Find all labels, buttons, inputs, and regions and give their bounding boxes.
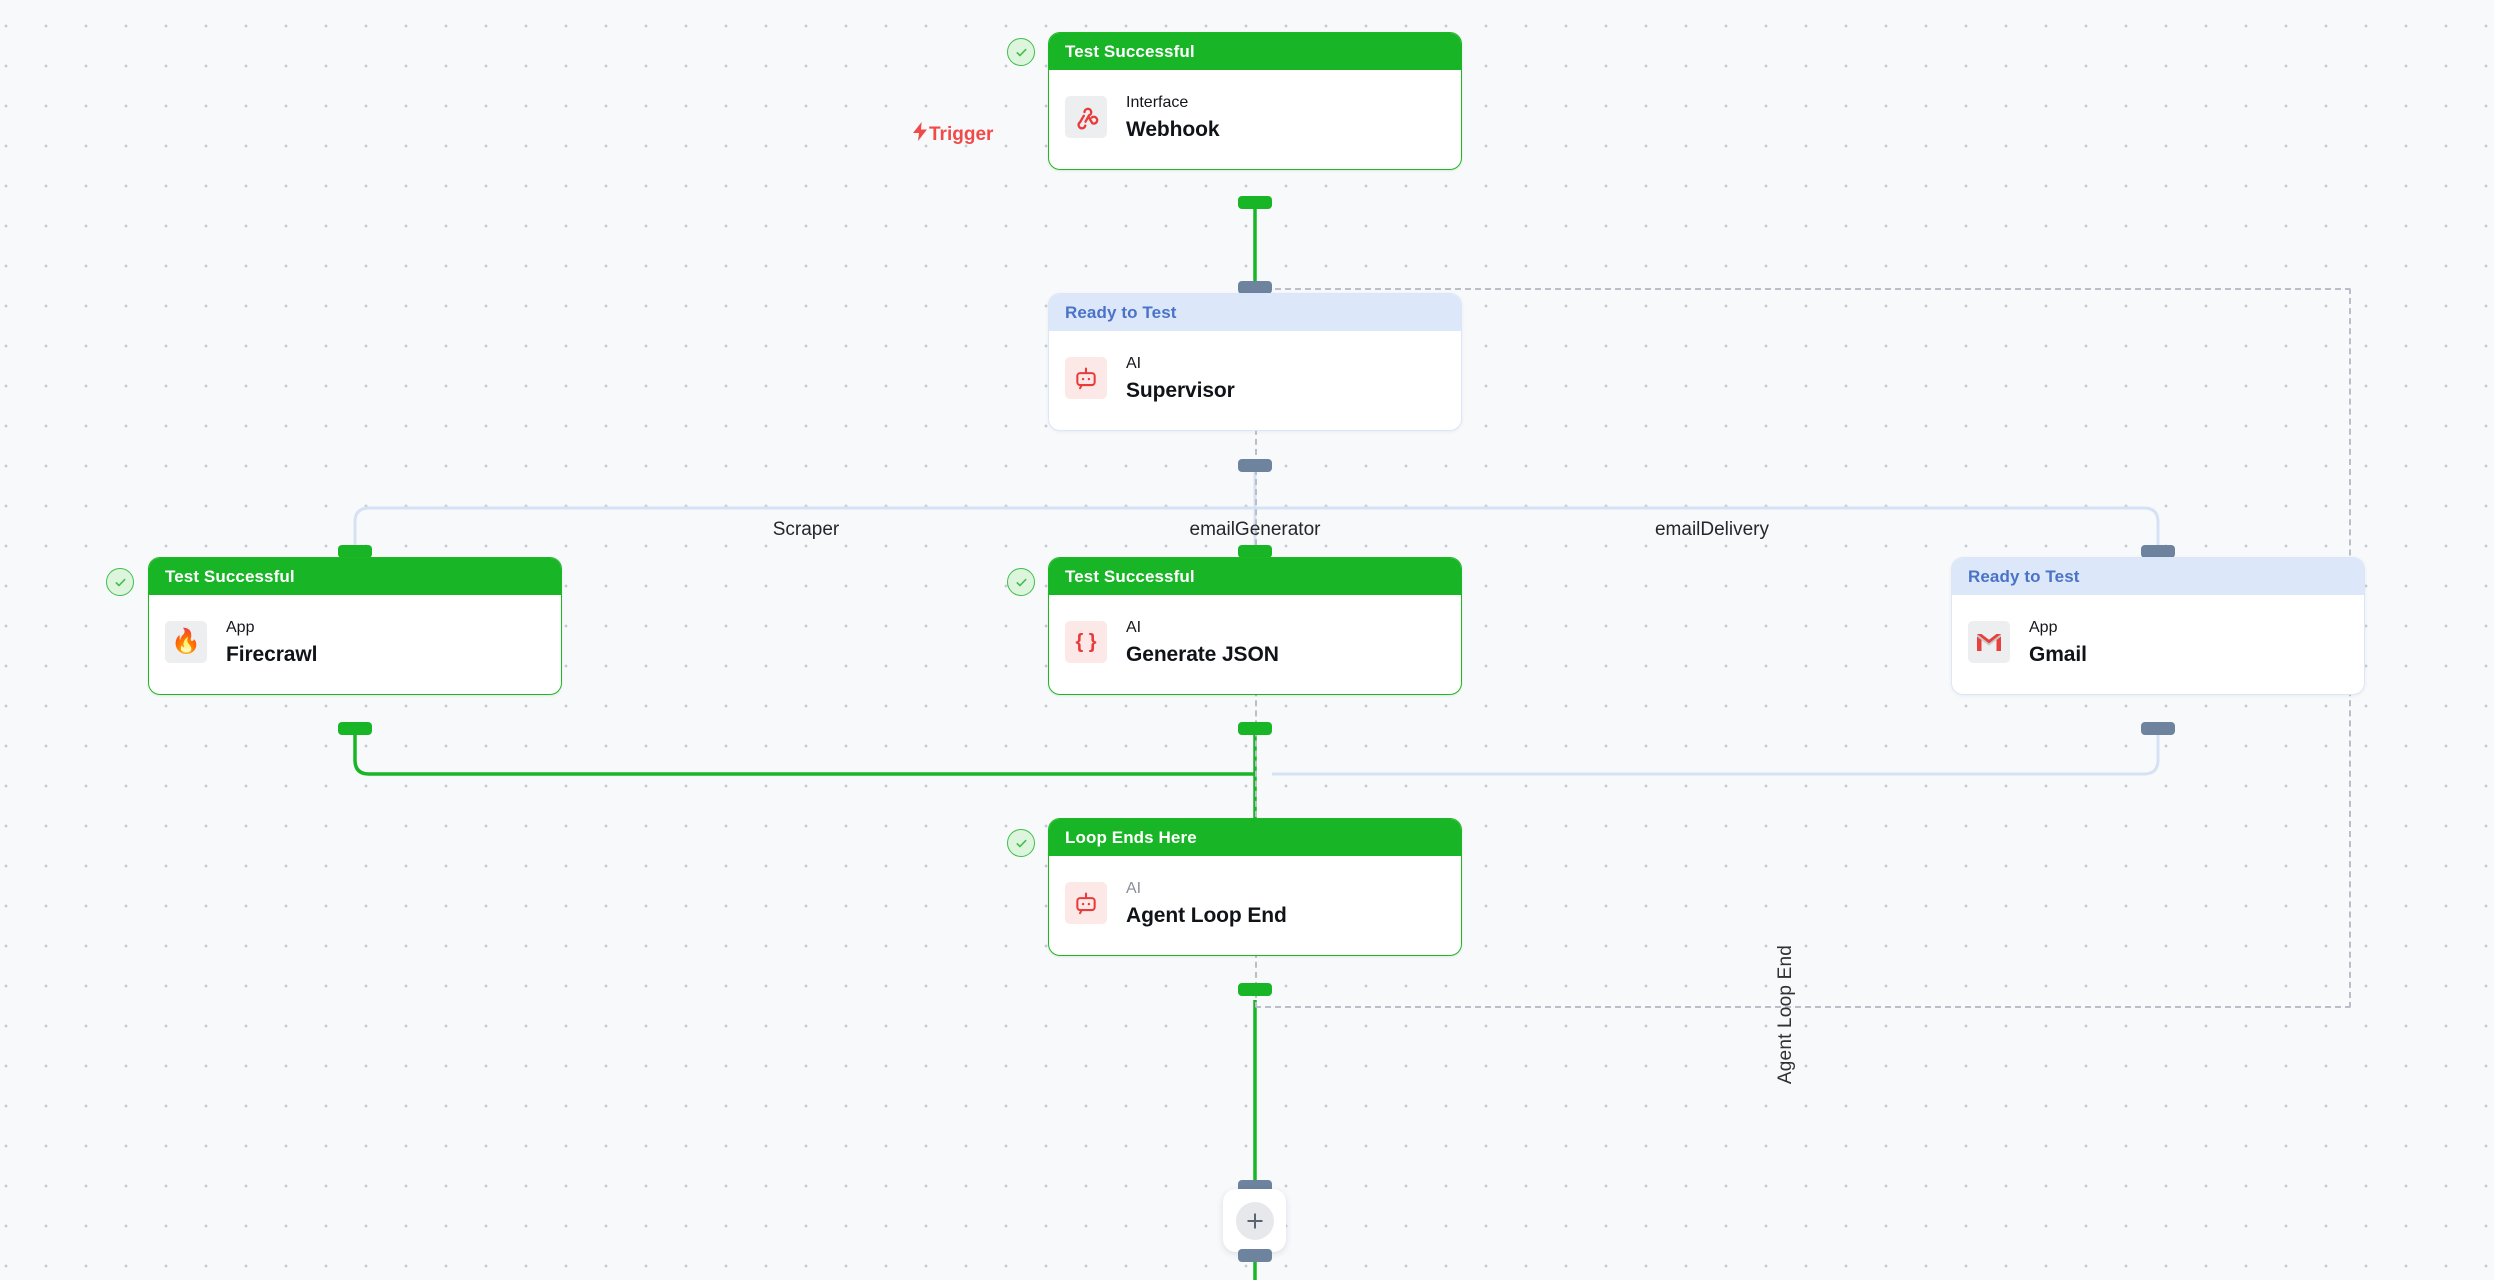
- node-supervisor[interactable]: Ready to Test AI Supervisor: [1048, 293, 1462, 431]
- output-handle-add-node[interactable]: [1238, 1249, 1272, 1262]
- node-webhook[interactable]: Test Successful Interface Webhook: [1048, 32, 1462, 170]
- input-handle-gmail[interactable]: [2141, 545, 2175, 558]
- node-generate-json[interactable]: Test Successful { } AI Generate JSON: [1048, 557, 1462, 695]
- gmail-icon: [1968, 621, 2010, 664]
- input-handle-supervisor[interactable]: [1238, 281, 1272, 294]
- status-ok-icon-generate-json: [1007, 568, 1035, 596]
- branch-label-emaildelivery: emailDelivery: [1654, 519, 1770, 540]
- flame-icon: 🔥: [165, 621, 207, 664]
- node-body-gmail: App Gmail: [1952, 595, 2364, 694]
- node-status-supervisor: Ready to Test: [1049, 294, 1461, 331]
- node-kind-generate-json: AI: [1126, 619, 1142, 636]
- node-gmail[interactable]: Ready to Test App Gmail: [1951, 557, 2365, 695]
- output-handle-supervisor[interactable]: [1238, 459, 1272, 472]
- robot-icon: [1065, 357, 1107, 400]
- branch-label-scraper: Scraper: [772, 519, 840, 540]
- node-kind-agent-loop-end: AI: [1126, 880, 1142, 897]
- webhook-icon: [1065, 96, 1107, 139]
- add-node-button[interactable]: [1223, 1189, 1286, 1252]
- node-title-agent-loop-end: Agent Loop End: [1126, 903, 1287, 927]
- node-status-generate-json: Test Successful: [1049, 558, 1461, 595]
- input-handle-generate-json[interactable]: [1238, 545, 1272, 558]
- input-handle-firecrawl[interactable]: [338, 545, 372, 558]
- plus-icon: [1235, 1201, 1274, 1240]
- node-text-generate-json: AI Generate JSON: [1126, 617, 1279, 668]
- output-handle-agent-loop-end[interactable]: [1238, 983, 1272, 996]
- output-handle-gmail[interactable]: [2141, 722, 2175, 735]
- output-handle-firecrawl[interactable]: [338, 722, 372, 735]
- node-text-supervisor: AI Supervisor: [1126, 353, 1235, 404]
- node-firecrawl[interactable]: Test Successful 🔥 App Firecrawl: [148, 557, 562, 695]
- node-text-firecrawl: App Firecrawl: [226, 617, 317, 668]
- node-kind-gmail: App: [2029, 619, 2058, 636]
- node-title-gmail: Gmail: [2029, 642, 2087, 666]
- node-title-supervisor: Supervisor: [1126, 378, 1235, 402]
- output-handle-webhook[interactable]: [1238, 196, 1272, 209]
- node-title-webhook: Webhook: [1126, 117, 1220, 141]
- node-status-firecrawl: Test Successful: [149, 558, 561, 595]
- status-ok-icon-agent-loop-end: [1007, 829, 1035, 857]
- status-ok-icon-firecrawl: [106, 568, 134, 596]
- node-body-supervisor: AI Supervisor: [1049, 331, 1461, 430]
- node-title-firecrawl: Firecrawl: [226, 642, 318, 666]
- agent-loop-region-label: Agent Loop End: [1775, 945, 1796, 1085]
- node-kind-supervisor: AI: [1126, 355, 1142, 372]
- lightning-bolt-icon: [912, 122, 928, 147]
- node-status-webhook: Test Successful: [1049, 33, 1461, 70]
- node-body-webhook: Interface Webhook: [1049, 70, 1461, 169]
- trigger-label: Trigger: [929, 123, 994, 145]
- status-ok-icon-webhook: [1007, 38, 1035, 66]
- output-handle-generate-json[interactable]: [1238, 722, 1272, 735]
- node-text-webhook: Interface Webhook: [1126, 92, 1220, 143]
- node-title-generate-json: Generate JSON: [1126, 642, 1279, 666]
- node-body-generate-json: { } AI Generate JSON: [1049, 595, 1461, 694]
- node-kind-firecrawl: App: [226, 619, 255, 636]
- curly-braces-glyph: { }: [1075, 631, 1097, 654]
- node-agent-loop-end[interactable]: Loop Ends Here AI Agent Loop End: [1048, 818, 1462, 956]
- node-body-agent-loop-end: AI Agent Loop End: [1049, 856, 1461, 955]
- node-text-agent-loop-end: AI Agent Loop End: [1126, 878, 1287, 929]
- node-status-gmail: Ready to Test: [1952, 558, 2364, 595]
- trigger-tag: Trigger: [912, 122, 993, 147]
- robot-icon: [1065, 882, 1107, 925]
- node-kind-webhook: Interface: [1126, 94, 1189, 111]
- branch-label-emailgenerator: emailGenerator: [1189, 519, 1321, 540]
- node-status-agent-loop-end: Loop Ends Here: [1049, 819, 1461, 856]
- node-text-gmail: App Gmail: [2029, 617, 2087, 668]
- node-body-firecrawl: 🔥 App Firecrawl: [149, 595, 561, 694]
- curly-braces-icon: { }: [1065, 621, 1107, 664]
